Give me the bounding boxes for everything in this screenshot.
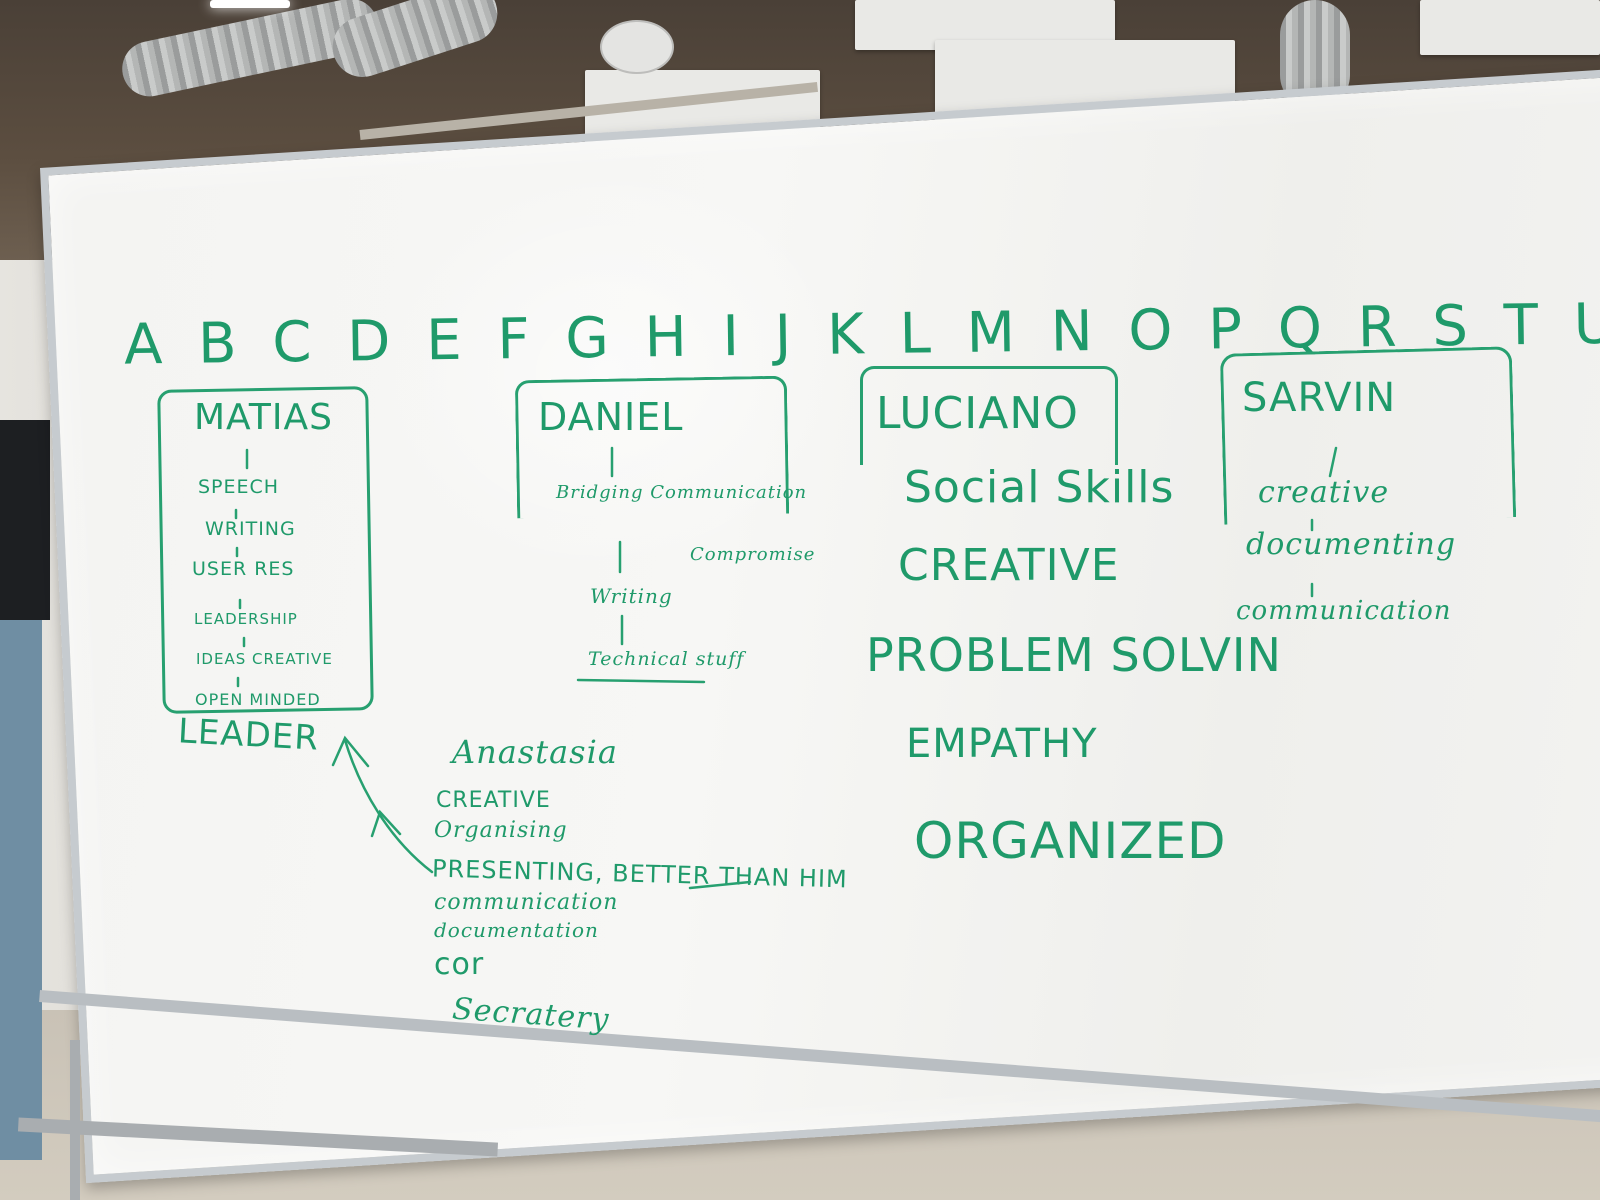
sarvin-item: creative	[1258, 475, 1390, 510]
matias-item: USER RES	[192, 558, 295, 580]
daniel-item: Bridging Communication	[556, 482, 808, 503]
daniel-item: Compromise	[690, 544, 816, 565]
matias-name: MATIAS	[194, 397, 333, 438]
luciano-box	[860, 366, 1118, 465]
ceiling-light	[210, 0, 290, 8]
sarvin-item: documenting	[1246, 527, 1457, 562]
anastasia-item: communication	[434, 890, 619, 915]
stand-leg	[70, 1040, 80, 1200]
acoustic-panel	[1420, 0, 1600, 55]
anastasia-item: documentation	[434, 918, 599, 942]
sarvin-item: communication	[1236, 596, 1452, 626]
anastasia-name: Anastasia	[452, 733, 618, 771]
daniel-item: Technical stuff	[588, 648, 745, 670]
luciano-item: ORGANIZED	[914, 812, 1227, 870]
luciano-name: LUCIANO	[876, 388, 1079, 439]
anastasia-item: CREATIVE	[436, 788, 551, 813]
sarvin-name: SARVIN	[1242, 375, 1397, 421]
daniel-item: Writing	[590, 584, 673, 608]
wall-screen	[0, 420, 50, 620]
matias-item: OPEN MINDED	[195, 690, 321, 709]
anastasia-item: cor	[434, 947, 485, 982]
luciano-item: EMPATHY	[906, 721, 1098, 767]
luciano-item: PROBLEM SOLVIN	[866, 628, 1282, 682]
matias-item: IDEAS CREATIVE	[196, 650, 333, 668]
matias-item: WRITING	[205, 518, 296, 540]
luciano-item: CREATIVE	[898, 540, 1120, 591]
blue-partition	[0, 620, 42, 1160]
air-diffuser	[600, 20, 674, 74]
matias-role: LEADER	[177, 711, 320, 759]
anastasia-item: Organising	[434, 818, 568, 843]
matias-item: SPEECH	[198, 476, 280, 498]
matias-item: LEADERSHIP	[194, 610, 298, 628]
daniel-name: DANIEL	[538, 395, 684, 439]
luciano-item: Social Skills	[904, 462, 1175, 513]
